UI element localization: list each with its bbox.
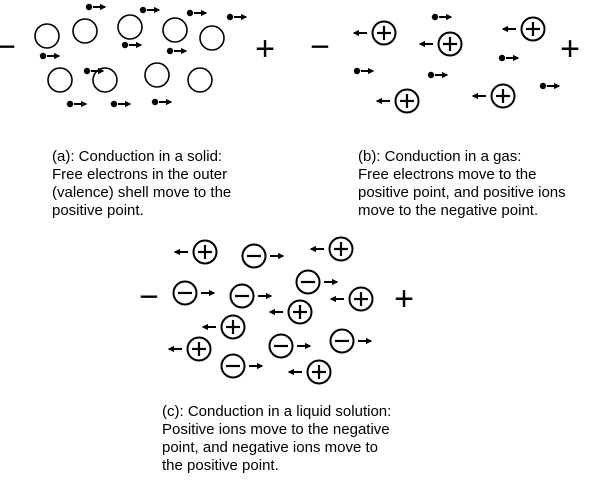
- atom: [199, 25, 225, 51]
- caption-line: Free electrons in the outer: [52, 166, 228, 183]
- atom: [72, 18, 98, 44]
- atom: [144, 62, 170, 88]
- caption-line: (b): Conduction in a gas:: [358, 148, 522, 165]
- electron: [110, 100, 118, 108]
- caption-line: Free electrons move to the: [358, 166, 537, 183]
- electron: [85, 3, 93, 11]
- panel-c-negative-terminal: −: [139, 278, 159, 316]
- atom: [117, 14, 143, 40]
- electron: [66, 100, 74, 108]
- electron: [498, 54, 506, 62]
- electron: [427, 71, 435, 79]
- panel-b-negative-terminal: −: [310, 28, 330, 66]
- electron: [121, 41, 129, 49]
- caption-line: (a): Conduction in a solid:: [52, 148, 223, 165]
- atom: [162, 17, 188, 43]
- electron: [226, 13, 234, 21]
- panel-b-positive-terminal: +: [560, 30, 580, 68]
- caption-line: move to the negative point.: [358, 202, 539, 219]
- panel-a-negative-terminal: −: [0, 28, 16, 66]
- caption-line: (valence) shell move to the: [52, 184, 232, 201]
- caption-line: positive point, and positive ions: [358, 184, 566, 201]
- atom: [47, 67, 73, 93]
- panel-c-caption: (c): Conduction in a liquid solution: Po…: [162, 403, 391, 475]
- electron: [39, 52, 47, 60]
- electron: [83, 67, 91, 75]
- caption-line: positive point.: [52, 202, 144, 219]
- panel-b-caption: (b): Conduction in a gas: Free electrons…: [358, 148, 566, 220]
- electron: [539, 82, 547, 90]
- caption-line: point, and negative ions move to: [162, 439, 378, 456]
- atom: [187, 67, 213, 93]
- electron: [166, 47, 174, 55]
- panel-a-positive-terminal: +: [255, 30, 275, 68]
- caption-line: the positive point.: [162, 457, 279, 474]
- electron: [139, 6, 147, 14]
- electron: [151, 98, 159, 106]
- panel-c-positive-terminal: +: [394, 280, 414, 318]
- atom: [34, 23, 60, 49]
- panel-a-caption: (a): Conduction in a solid: Free electro…: [52, 148, 231, 220]
- electron: [431, 13, 439, 21]
- caption-line: Positive ions move to the negative: [162, 421, 390, 438]
- electron: [353, 67, 361, 75]
- electron: [186, 9, 194, 17]
- caption-line: (c): Conduction in a liquid solution:: [162, 403, 392, 420]
